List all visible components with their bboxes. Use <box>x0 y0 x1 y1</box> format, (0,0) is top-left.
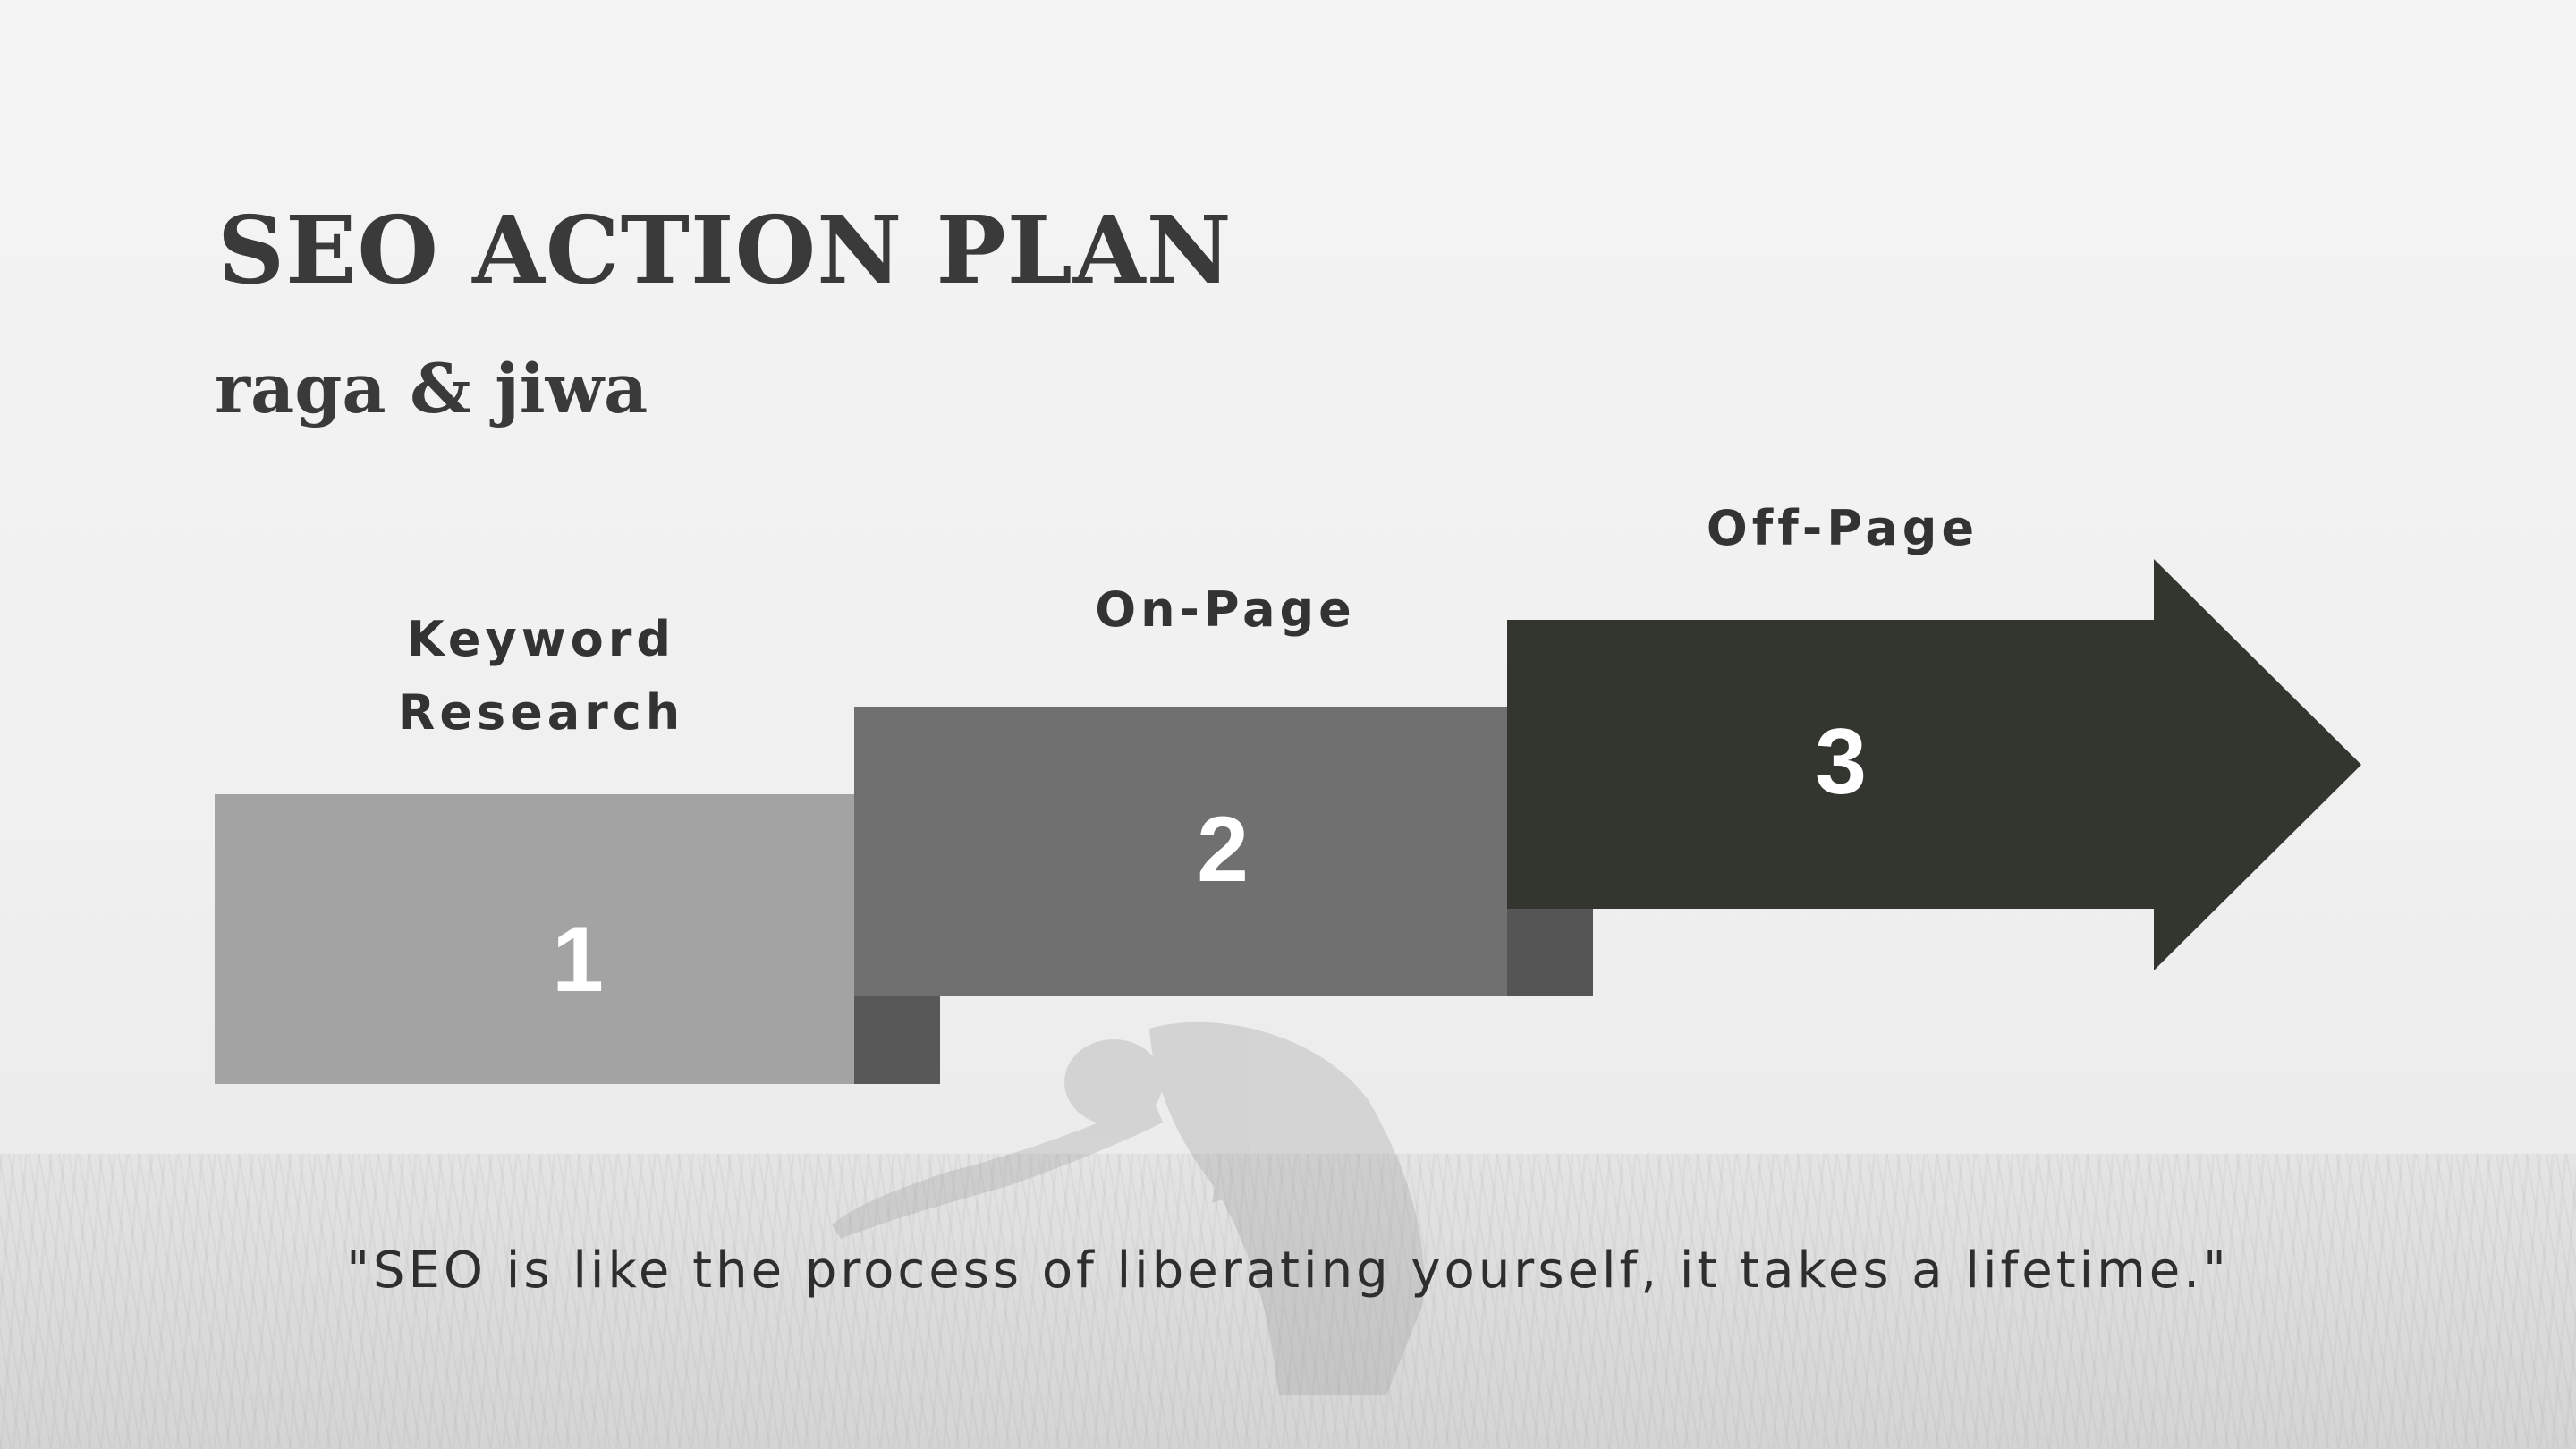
step-3-label: Off-Page <box>1637 492 2048 565</box>
step-1-block <box>215 794 854 1084</box>
step-1-number: 1 <box>552 908 604 1012</box>
step-3-arrow <box>1507 559 2361 970</box>
slide-title: SEO ACTION PLAN <box>217 195 1233 305</box>
step-3-label-line-1: Off-Page <box>1706 500 1979 556</box>
step-2-label-line-1: On-Page <box>1095 581 1356 638</box>
step-1-fold <box>854 984 940 1084</box>
step-2-block <box>854 707 1507 996</box>
quote-text: "SEO is like the process of liberating y… <box>346 1241 2230 1300</box>
step-2-number: 2 <box>1197 798 1249 902</box>
step-1-label-line-2: Research <box>397 684 685 741</box>
step-2-fold <box>1507 908 1593 996</box>
field-grass-texture <box>0 1154 2576 1449</box>
step-1-label-line-1: Keyword <box>407 611 675 667</box>
step-2-label: On-Page <box>1020 573 1431 647</box>
slide-subtitle: raga & jiwa <box>215 349 648 428</box>
step-3-number: 3 <box>1815 710 1867 814</box>
step-1-label: Keyword Research <box>358 603 724 750</box>
